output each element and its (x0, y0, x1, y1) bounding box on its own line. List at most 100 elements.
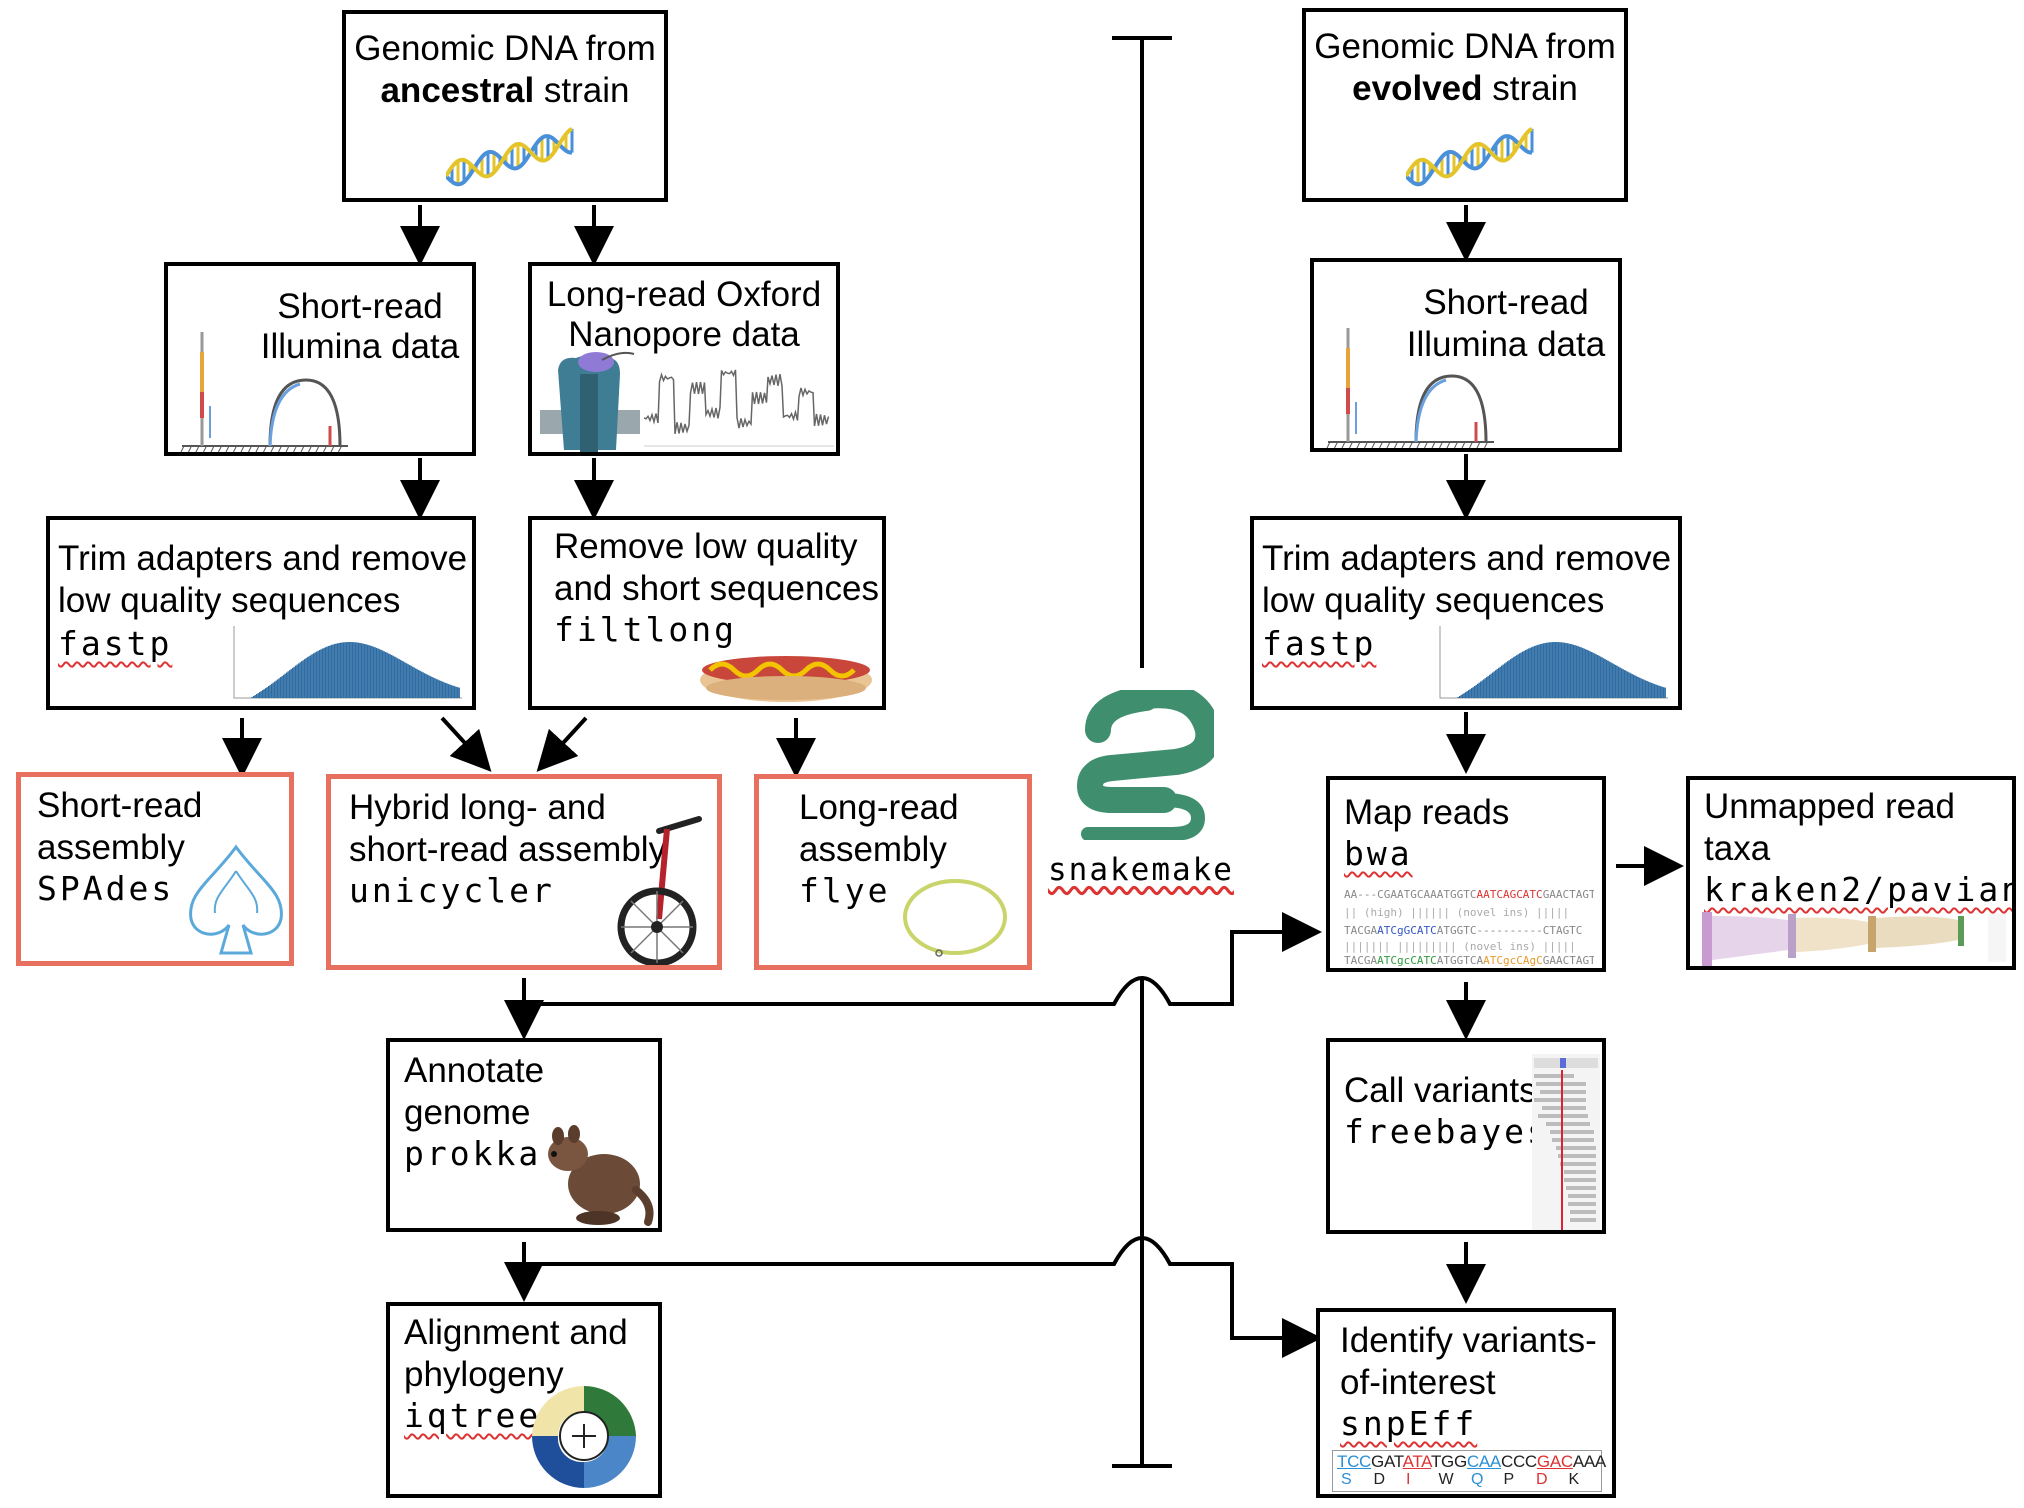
codon: TGG (1430, 1452, 1467, 1471)
iqtree-tool: iqtree (404, 1396, 542, 1435)
evolved-source-line1: Genomic DNA from (1314, 27, 1616, 66)
ancestral-source-line2: ancestral strain (346, 70, 664, 112)
spades-assembly-box: Short-read assembly SPAdes (16, 772, 294, 966)
spades-line1: Short-read (37, 786, 203, 825)
unicycler-line2: short-read assembly (349, 830, 667, 869)
quokka-icon (548, 1125, 654, 1226)
codon: CAA (1466, 1452, 1501, 1471)
svg-text:TACGAATCgGCATCATGGTC----------: TACGAATCgGCATCATGGTC----------CTAGTC (1344, 924, 1582, 937)
svg-text:|| (high) |||||| (novel in: || (high) |||||| (novel ins) ||||| (1344, 906, 1569, 919)
bwa-line1: Map reads (1344, 793, 1510, 832)
amino-acid: I (1406, 1471, 1411, 1488)
flye-line1: Long-read (799, 788, 959, 827)
nanopore-pore-icon (540, 351, 640, 452)
freebayes-tool: freebayes (1344, 1112, 1550, 1151)
amino-acid: D (1536, 1471, 1548, 1488)
amino-acid: K (1568, 1471, 1580, 1488)
codon: TCC (1337, 1452, 1372, 1471)
flye-line2: assembly (799, 830, 947, 869)
arrow-filt-hybrid (536, 716, 588, 772)
snpeff-identify-box: Identify variants- of-interest snpEff TC… (1316, 1308, 1616, 1498)
codon: GAT (1371, 1452, 1403, 1471)
ancestral-nanopore-box: Long-read Oxford Nanopore data (528, 262, 840, 456)
ancestral-filtlong-box: Remove low quality and short sequences f… (528, 516, 886, 710)
snakemake-label: snakemake (1048, 852, 1234, 888)
nanopore-label-line2: Nanopore data (568, 315, 800, 354)
strain-word: strain (543, 71, 630, 110)
freebayes-variant-box: Call variants freebayes (1326, 1038, 1606, 1234)
ancestral-trim-line1: Trim adapters and remove (58, 539, 468, 578)
filtlong-line1: Remove low quality (554, 527, 858, 566)
read-length-histogram-icon (1439, 626, 1668, 699)
prokka-tool: prokka (404, 1134, 542, 1173)
snpeff-line1: Identify variants- (1340, 1321, 1597, 1360)
evolved-source-box: Genomic DNA from evolved strain (1302, 8, 1628, 202)
ancestral-illumina-box: Short-read Illumina data (164, 262, 476, 456)
amino-acid: Q (1471, 1471, 1484, 1488)
amino-acid: P (1503, 1471, 1515, 1488)
kraken-line1: Unmapped read (1704, 787, 1955, 826)
read-alignment-icon: AA---CGAATGCAAATGGTCAATCAGCATCGAACTAGTC … (1344, 888, 1594, 966)
iqtree-line2: phylogeny (404, 1355, 564, 1394)
codon: AAA (1572, 1452, 1606, 1471)
snpeff-dna-sequence: TCCGATATATGGCAACCCGACAAA (1337, 1452, 1606, 1472)
ancestral-trim-tool: fastp (58, 624, 173, 663)
nanopore-label-line1: Long-read Oxford (546, 275, 822, 314)
strain-word: strain (1492, 69, 1578, 108)
flye-assembly-box: Long-read assembly flye (754, 774, 1032, 970)
ancestral-trim-box: Trim adapters and remove low quality seq… (46, 516, 476, 710)
ancestral-source-line1: Genomic DNA from (354, 29, 656, 68)
kraken-unmapped-box: Unmapped read taxa kraken2/pavian (1686, 776, 2016, 970)
sankey-taxa-icon (1702, 912, 2006, 966)
prokka-line2: genome (404, 1093, 531, 1132)
snakemake-logo-icon (1076, 690, 1214, 840)
pileup-viewer-icon (1532, 1054, 1600, 1230)
evolved-illumina-line1: Short-read (1423, 283, 1589, 322)
arrow-trim-hybrid (440, 716, 492, 772)
iqtree-line1: Alignment and (404, 1313, 628, 1352)
evolved-trim-box: Trim adapters and remove low quality seq… (1250, 516, 1682, 710)
spades-tool: SPAdes (37, 869, 175, 908)
evolved-trim-tool: fastp (1262, 624, 1377, 663)
ancestral-trim-line2: low quality sequences (58, 581, 401, 620)
freebayes-line1: Call variants (1344, 1071, 1537, 1110)
evolved-illumina-line2: Illumina data (1406, 325, 1606, 364)
kraken-line2: taxa (1704, 829, 1771, 868)
dna-helix-icon (446, 127, 574, 187)
nanopore-signal-icon (644, 369, 834, 447)
codon: GAC (1536, 1452, 1573, 1471)
bridge-assembly-to-map (536, 912, 1322, 1006)
spade-icon (189, 844, 283, 955)
prokka-line1: Annotate (404, 1051, 545, 1090)
illumina-label-line2: Illumina data (260, 327, 460, 366)
hotdog-icon (700, 656, 872, 702)
prokka-annotation-box: Annotate genome prokka (386, 1038, 662, 1232)
iqtree-phylogeny-box: Alignment and phylogeny iqtree (386, 1302, 662, 1498)
unicycler-tool: unicycler (349, 871, 555, 910)
dna-helix-icon (1406, 127, 1534, 187)
circular-genome-icon (903, 879, 1007, 957)
evolved-trim-line1: Trim adapters and remove (1262, 539, 1672, 578)
illumina-read-icon (1326, 328, 1494, 448)
evolved-strain-word: evolved (1352, 69, 1483, 108)
codon: CCC (1500, 1452, 1537, 1471)
evolved-illumina-box: Short-read Illumina data (1310, 258, 1622, 452)
svg-text:TACGAATCgcCATCATGGTCAATCgcCAgC: TACGAATCgcCATCATGGTCAATCgcCAgCGAACTAGTC (1344, 954, 1594, 966)
ancestral-strain-word: ancestral (380, 71, 535, 110)
flye-tool: flye (799, 871, 891, 910)
amino-acid: D (1373, 1471, 1386, 1488)
bwa-map-box: Map reads bwa AA---CGAATGCAAATGGTCAATCAG… (1326, 776, 1606, 972)
unicycler-assembly-box: Hybrid long- and short-read assembly uni… (326, 774, 722, 970)
svg-text:AA---CGAATGCAAATGGTCAATCAGCATC: AA---CGAATGCAAATGGTCAATCAGCATCGAACTAGTC (1344, 888, 1594, 901)
svg-text:||||||| ||||||||| (novel ins): ||||||| ||||||||| (novel ins) ||||| (1344, 940, 1576, 953)
read-length-histogram-icon (233, 626, 462, 699)
filtlong-tool: filtlong (554, 610, 737, 649)
bridge-annot-to-identify (536, 1236, 1322, 1358)
unicycler-line1: Hybrid long- and (349, 788, 606, 827)
spades-line2: assembly (37, 828, 185, 867)
amino-acid: W (1438, 1471, 1454, 1488)
